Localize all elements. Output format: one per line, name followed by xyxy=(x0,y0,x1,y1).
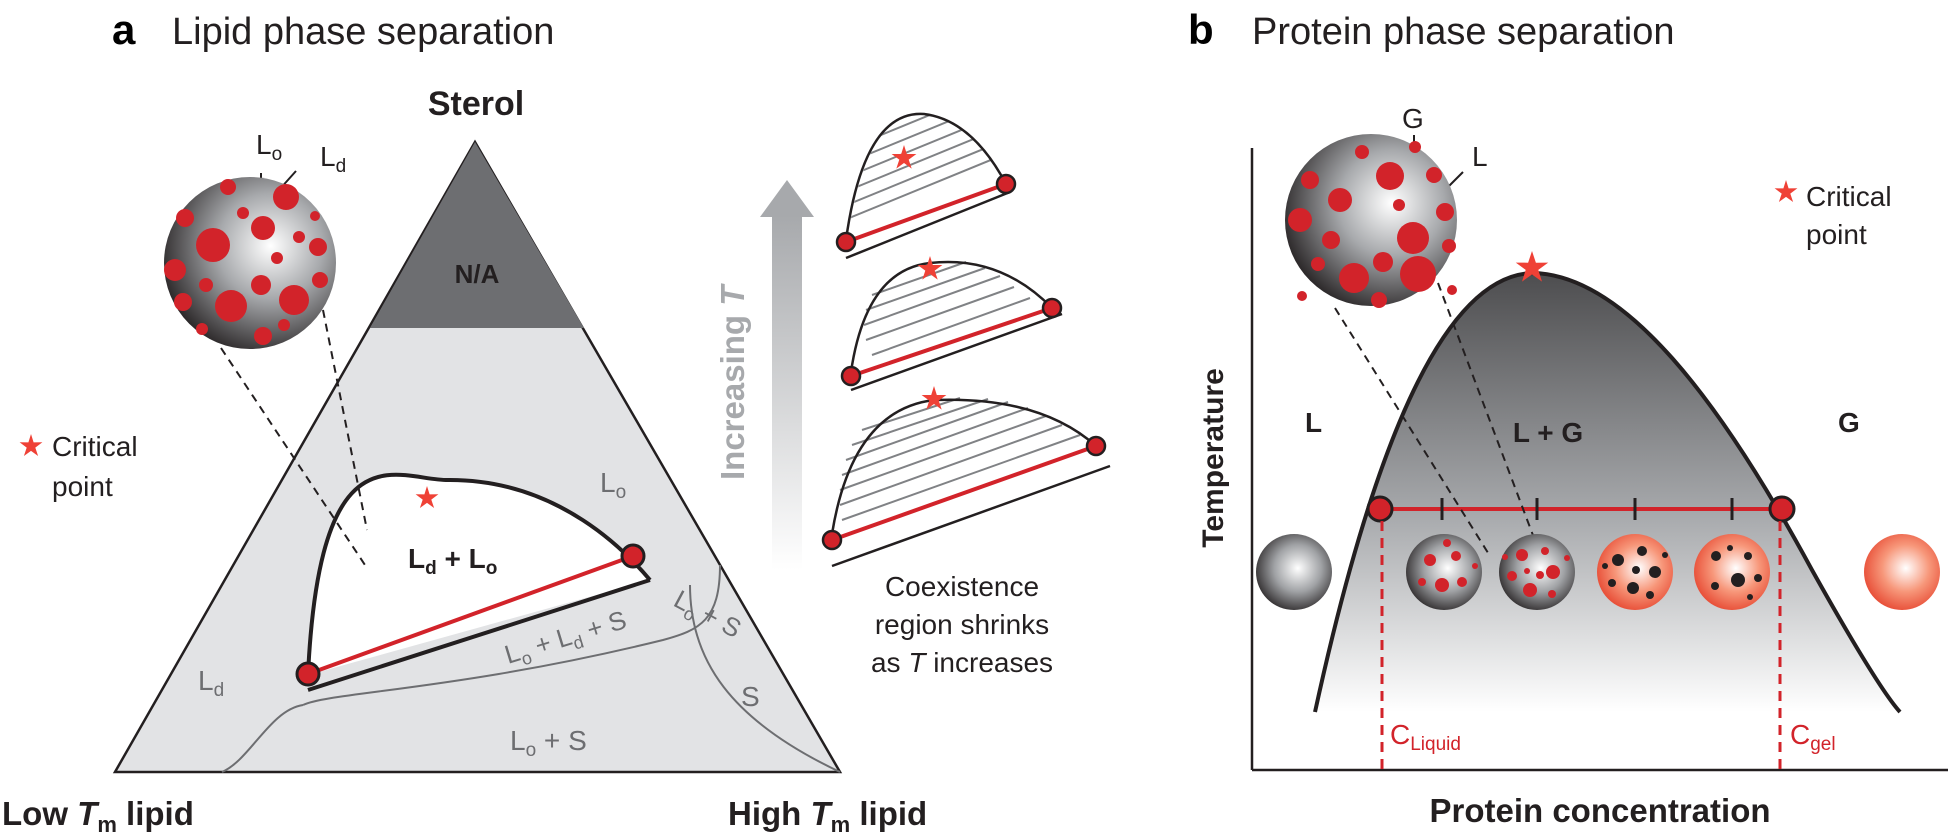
na-label: N/A xyxy=(455,259,500,289)
sphere-transition-1 xyxy=(1406,534,1482,610)
region-ld-lo-label: Ld + Lo xyxy=(408,543,497,579)
panel-b-letter: b xyxy=(1188,6,1214,53)
tie-line-endpoint-right xyxy=(620,543,646,569)
ternary-triangle xyxy=(112,139,843,774)
protein-critical-point-legend-star xyxy=(1774,180,1798,202)
protein-tie-endpoint-left xyxy=(1366,495,1394,523)
phase-boundary-ld-lower xyxy=(221,704,304,773)
increasing-t-label: Increasing T xyxy=(714,283,751,480)
critical-point-legend-star xyxy=(19,434,43,456)
sphere-transition-2 xyxy=(1499,534,1575,610)
high-tm-lipid-label: High Tm lipid xyxy=(728,795,927,837)
sterol-label: Sterol xyxy=(428,85,524,123)
tie-line-ticks xyxy=(1440,498,1734,520)
sphere-gel xyxy=(1864,534,1940,610)
vesicle-a-ld-label: Ld xyxy=(320,141,346,177)
phase-boundary-s xyxy=(689,584,841,773)
na-region xyxy=(370,142,584,328)
protein-coexistence-region xyxy=(1315,273,1900,712)
protein-binodal xyxy=(1313,270,1902,714)
caption-line1: Coexistence xyxy=(885,571,1039,602)
protein-critical-point-legend-line1: Critical xyxy=(1806,181,1892,212)
protein-zoom-line-left xyxy=(1334,307,1491,557)
critical-point-legend-line2: point xyxy=(52,471,113,502)
region-g-label: G xyxy=(1838,407,1860,438)
sphere-liquid xyxy=(1256,534,1332,610)
panel-a-letter: a xyxy=(112,6,136,53)
low-tm-lipid-label: Low Tm lipid xyxy=(2,795,194,837)
temperature-arrow-head xyxy=(760,180,814,217)
tie-line xyxy=(307,554,634,676)
protein-tie-endpoint-right xyxy=(1768,495,1796,523)
mini-phase-diagram-high-t xyxy=(835,112,1017,260)
region-s-label: S xyxy=(741,681,760,712)
zoom-line-right xyxy=(322,309,368,531)
c-gel-label: Cgel xyxy=(1790,719,1836,755)
mini-phase-diagram-mid-t xyxy=(840,256,1063,392)
tie-line-endpoint-left xyxy=(295,661,321,687)
vesicle-a-lo-label: Lo xyxy=(256,129,282,165)
caption-line2: region shrinks xyxy=(875,609,1049,640)
region-l-label: L xyxy=(1305,407,1322,438)
temperature-arrow-shaft xyxy=(772,215,802,570)
phase-boundary-lo-ld-s xyxy=(302,564,721,706)
coexistence-region xyxy=(308,474,650,675)
protein-critical-point-legend-line2: point xyxy=(1806,219,1867,250)
vesicle-lipid xyxy=(164,177,336,349)
sphere-transition-4 xyxy=(1694,534,1770,610)
protein-zoom-line-right xyxy=(1437,282,1535,539)
sphere-transition-3 xyxy=(1597,534,1673,610)
panel-a-title: Lipid phase separation xyxy=(172,11,554,53)
region-l-g-label: L + G xyxy=(1513,417,1583,448)
region-lo-label: Lo xyxy=(600,467,626,503)
x-axis-label: Protein concentration xyxy=(1429,792,1770,829)
panel-b-title: Protein phase separation xyxy=(1252,11,1675,53)
region-lo-s-lower-label: Lo + S xyxy=(510,725,587,761)
mini-phase-diagram-low-t xyxy=(821,386,1111,568)
coexistence-base xyxy=(307,578,651,692)
region-ld-label: Ld xyxy=(198,665,224,701)
zoom-line-left xyxy=(220,347,366,566)
vesicle-b-g-label: G xyxy=(1402,103,1424,134)
protein-critical-point-star xyxy=(1515,251,1549,282)
vesicle-b-l-label: L xyxy=(1472,141,1488,172)
y-axis-label: Temperature xyxy=(1197,368,1230,548)
caption-line3: as T increases xyxy=(871,647,1053,678)
vesicle-protein xyxy=(1285,134,1457,308)
coexistence-boundary xyxy=(306,472,652,676)
critical-point-star xyxy=(415,486,439,508)
c-liquid-label: CLiquid xyxy=(1390,719,1461,755)
critical-point-legend-line1: Critical xyxy=(52,431,138,462)
